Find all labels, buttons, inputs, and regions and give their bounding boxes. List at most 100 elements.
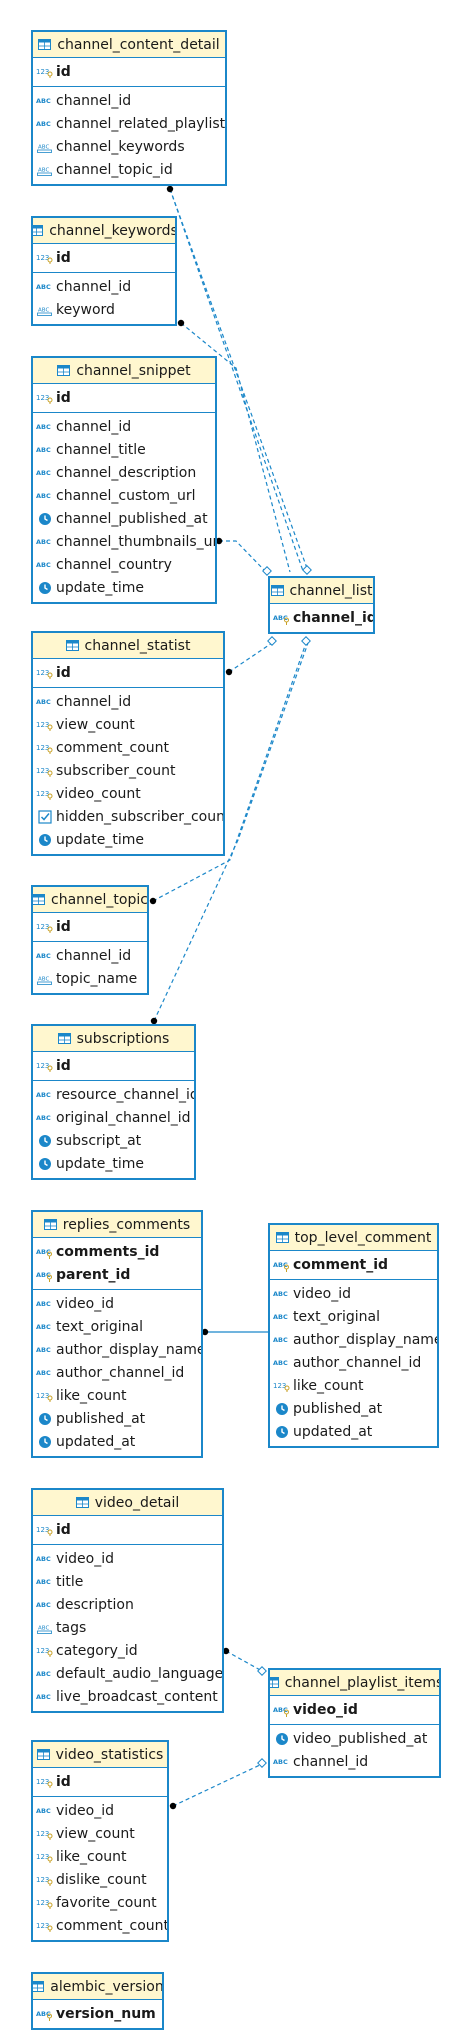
table-header[interactable]: channel_keywords [33,218,175,244]
table-column[interactable]: updated_at [33,1430,201,1453]
numeric-type-icon: 123 [273,1379,290,1393]
table-header[interactable]: channel_playlist_items [270,1670,439,1696]
table-column[interactable]: update_time [33,1152,194,1175]
table-name: channel_statist [84,637,191,654]
table-header[interactable]: subscriptions [33,1026,194,1052]
table-header[interactable]: channel_content_detail [33,32,225,58]
table-header[interactable]: alembic_version [33,1974,162,2000]
table-column[interactable]: published_at [270,1397,437,1420]
table-column[interactable]: video_published_at [270,1727,439,1750]
string-type-icon: ABC [36,443,53,457]
table-header[interactable]: video_detail [33,1490,222,1516]
table-column[interactable]: published_at [33,1407,201,1430]
table-column[interactable]: update_time [33,828,223,851]
table-header[interactable]: channel_statist [33,633,223,659]
table-column[interactable]: channel_published_at [33,507,215,530]
table-column[interactable]: updated_at [270,1420,437,1443]
table-column[interactable]: update_time [33,576,215,599]
numeric-type-icon: 123 [36,741,53,755]
table-header[interactable]: channel_snippet [33,358,215,384]
table-header[interactable]: channel_list [270,578,373,604]
table-column[interactable]: subscript_at [33,1129,194,1152]
table-header[interactable]: top_level_comment [270,1225,437,1251]
table-header[interactable]: channel_topic [33,887,147,913]
table-column[interactable]: hidden_subscriber_count [33,805,223,828]
table-header[interactable]: replies_comments [33,1212,201,1238]
table-header[interactable]: video_statistics [33,1742,167,1768]
